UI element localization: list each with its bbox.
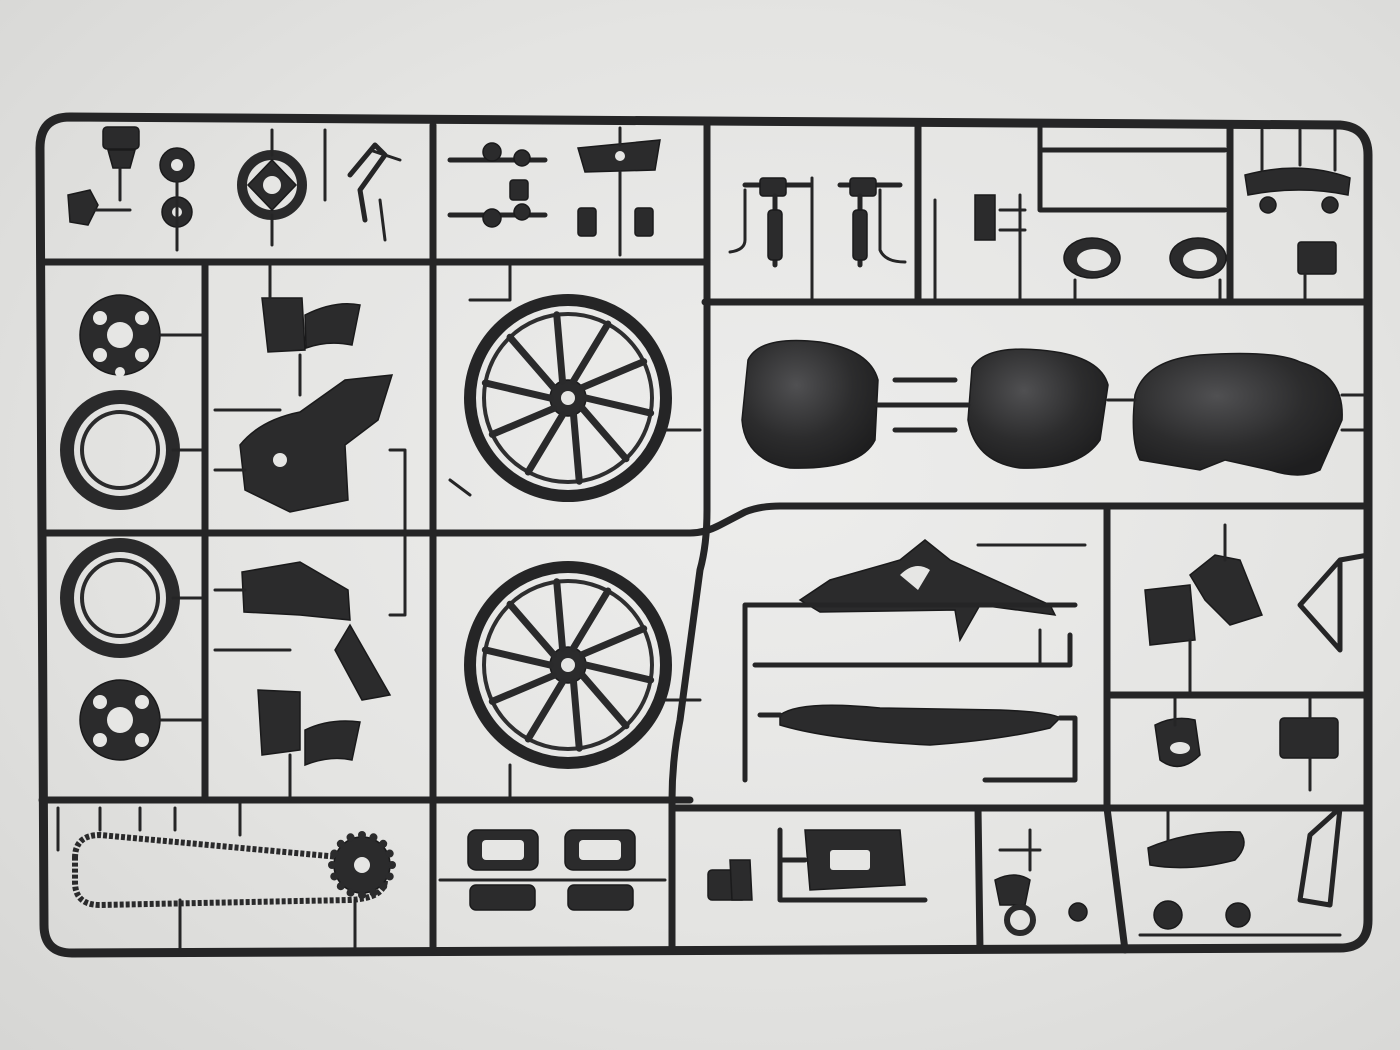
sprocket-tooth xyxy=(330,849,339,858)
sprocket-tooth xyxy=(358,891,366,899)
wheel-spoke xyxy=(579,358,648,391)
sprocket-tooth xyxy=(379,882,388,891)
top-left-small-parts xyxy=(67,126,402,252)
front-wheel xyxy=(464,294,672,502)
wheel-spoke xyxy=(582,394,655,417)
sprocket-tooth xyxy=(385,872,394,881)
sprocket-tooth xyxy=(336,839,345,848)
wheel-spoke xyxy=(506,333,557,391)
right-middle-parts xyxy=(1144,523,1371,792)
wheel-spoke xyxy=(488,672,557,705)
top-middle-levers xyxy=(447,126,661,257)
chain-and-sprocket xyxy=(56,798,396,952)
sprocket-tooth xyxy=(369,888,378,897)
sprocket-tooth xyxy=(379,839,388,848)
wheel-spoke xyxy=(481,646,554,669)
sprocket-tooth xyxy=(369,833,378,842)
wheel-spoke xyxy=(582,661,655,684)
wheel-spoke xyxy=(570,587,612,652)
wheel-spoke xyxy=(570,320,612,385)
rear-wheel xyxy=(464,561,672,769)
wheel-spoke xyxy=(481,379,554,402)
brake-calipers xyxy=(438,829,667,911)
swingarm-parts xyxy=(742,539,1087,783)
handlebar-parts xyxy=(728,176,1027,304)
sprocket-tooth xyxy=(385,849,394,858)
mirror-parts xyxy=(1063,128,1351,304)
wheel-spoke xyxy=(579,672,630,730)
bottom-right-parts xyxy=(1138,805,1343,937)
sprocket-tooth xyxy=(358,831,366,839)
sprocket-tooth xyxy=(328,861,336,869)
wheel-spoke xyxy=(570,678,583,752)
wheel-spoke xyxy=(524,411,566,476)
sprocket-tooth xyxy=(346,833,355,842)
sprocket-tooth xyxy=(336,882,345,891)
wheel-spoke xyxy=(488,405,557,438)
sprocket-tooth xyxy=(346,888,355,897)
sprue-frame xyxy=(35,112,1373,958)
wheel-spoke xyxy=(579,405,630,463)
sprocket-tooth xyxy=(330,872,339,881)
main-runners xyxy=(38,121,1372,954)
wheel-spoke xyxy=(553,578,566,652)
sprocket-tooth xyxy=(388,861,396,869)
seat-and-fairing-parts xyxy=(741,339,1370,476)
wheel-spoke xyxy=(579,625,648,658)
wheel-spoke xyxy=(524,678,566,743)
bottom-center-parts xyxy=(707,827,1088,936)
wheel-spoke xyxy=(570,411,583,485)
engine-cover-parts xyxy=(213,260,407,802)
brake-discs xyxy=(60,294,207,761)
wheel-spoke xyxy=(553,311,566,385)
wheel-spoke xyxy=(506,600,557,658)
